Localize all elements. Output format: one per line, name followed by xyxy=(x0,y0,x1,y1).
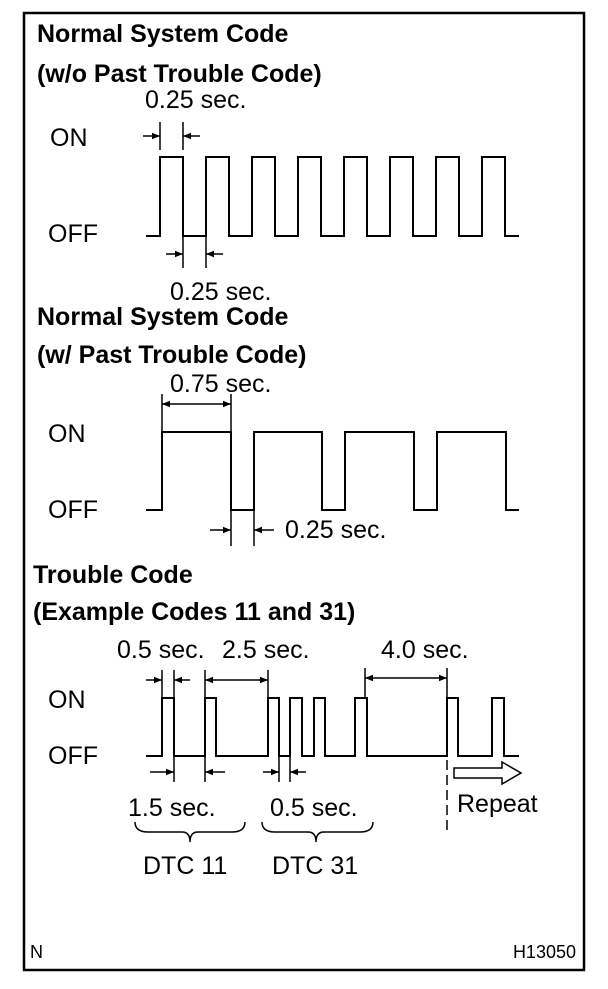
section1-bottom-dimension: 0.25 sec. xyxy=(170,278,271,306)
section3-title-line2: (Example Codes 11 and 31) xyxy=(33,598,355,626)
section2-bottom-dim-marker xyxy=(210,510,274,546)
section1-title-line1: Normal System Code xyxy=(37,20,289,48)
section3-dim-25: 2.5 sec. xyxy=(222,636,310,664)
section-normal-without-past: Normal System Code (w/o Past Trouble Cod… xyxy=(37,20,519,306)
section2-title-line1: Normal System Code xyxy=(37,303,289,331)
section-trouble-code: Trouble Code (Example Codes 11 and 31) 0… xyxy=(33,561,538,880)
section-normal-with-past: Normal System Code (w/ Past Trouble Code… xyxy=(37,303,519,546)
section3-waveform xyxy=(146,697,519,757)
dtc11-brace xyxy=(134,821,246,843)
dtc31-brace xyxy=(261,821,374,843)
dtc11-label: DTC 11 xyxy=(143,852,227,880)
section3-off-label: OFF xyxy=(48,742,98,770)
section3-dim-05-top: 0.5 sec. xyxy=(117,636,205,664)
section3-top-dim-markers xyxy=(146,668,448,698)
repeat-arrow-icon xyxy=(453,760,523,786)
footer-left-mark: N xyxy=(30,942,43,962)
section3-dim-40: 4.0 sec. xyxy=(381,636,469,664)
section3-dim-15: 1.5 sec. xyxy=(128,794,216,822)
section2-top-dimension: 0.75 sec. xyxy=(170,370,271,398)
section3-dim-05-bottom: 0.5 sec. xyxy=(270,794,358,822)
figure-id: H13050 xyxy=(513,942,576,962)
section2-off-label: OFF xyxy=(48,496,98,524)
section2-top-dim-marker xyxy=(161,394,232,432)
section1-bottom-dim-marker xyxy=(166,236,223,268)
section3-title-line1: Trouble Code xyxy=(33,561,193,589)
section1-title-line2: (w/o Past Trouble Code) xyxy=(37,60,322,88)
section1-off-label: OFF xyxy=(48,220,98,248)
section3-bottom-dim-markers xyxy=(150,756,306,782)
section3-on-label: ON xyxy=(48,686,86,714)
section2-bottom-dimension: 0.25 sec. xyxy=(285,516,386,544)
section2-title-line2: (w/ Past Trouble Code) xyxy=(37,341,306,369)
section1-waveform xyxy=(146,156,519,237)
dtc31-label: DTC 31 xyxy=(272,852,358,880)
section1-top-dimension: 0.25 sec. xyxy=(145,86,246,114)
section2-on-label: ON xyxy=(48,420,86,448)
section1-on-label: ON xyxy=(50,124,88,152)
section1-top-dim-marker xyxy=(143,122,200,150)
repeat-label: Repeat xyxy=(457,790,538,818)
outer-border xyxy=(22,11,586,972)
section2-waveform xyxy=(146,431,519,511)
